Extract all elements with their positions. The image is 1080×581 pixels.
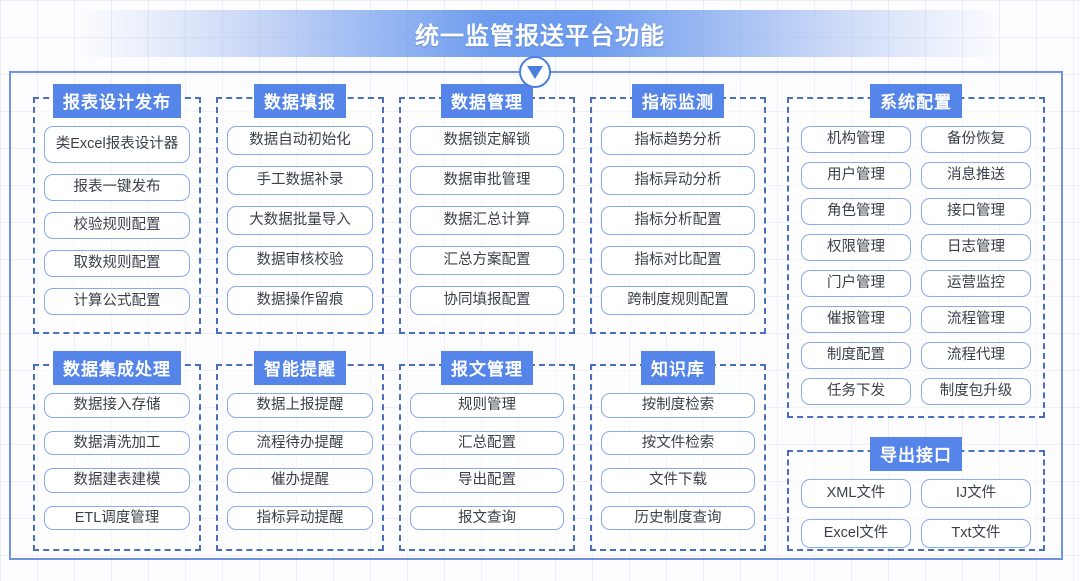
list-item[interactable]: 门户管理 bbox=[801, 270, 911, 297]
list-item[interactable]: 数据审批管理 bbox=[410, 166, 564, 195]
list-item[interactable]: 流程待办提醒 bbox=[227, 430, 373, 455]
group-body: 数据自动初始化 手工数据补录 大数据批量导入 数据审核校验 数据操作留痕 bbox=[218, 126, 382, 326]
list-item[interactable]: 指标对比配置 bbox=[601, 246, 755, 275]
list-item[interactable]: 取数规则配置 bbox=[44, 250, 190, 277]
chevron-down-triangle-icon bbox=[519, 56, 551, 88]
group-body: 机构管理 备份恢复 用户管理 消息推送 角色管理 接口管理 权限管理 日志管理 … bbox=[789, 126, 1043, 410]
list-item[interactable]: 日志管理 bbox=[921, 234, 1031, 261]
list-item[interactable]: 指标趋势分析 bbox=[601, 126, 755, 155]
list-item[interactable]: 流程管理 bbox=[921, 306, 1031, 333]
list-item[interactable]: 指标分析配置 bbox=[601, 206, 755, 235]
group-title: 智能提醒 bbox=[254, 351, 346, 385]
list-item[interactable]: 机构管理 bbox=[801, 126, 911, 153]
list-item[interactable]: 数据汇总计算 bbox=[410, 206, 564, 235]
list-item[interactable]: 数据接入存储 bbox=[44, 393, 190, 418]
page-title-banner: 统一监管报送平台功能 bbox=[78, 10, 1002, 57]
list-item[interactable]: 接口管理 bbox=[921, 198, 1031, 225]
list-item[interactable]: 制度包升级 bbox=[921, 378, 1031, 405]
list-item[interactable]: 校验规则配置 bbox=[44, 212, 190, 239]
group-title: 数据填报 bbox=[254, 84, 346, 118]
list-item[interactable]: 消息推送 bbox=[921, 162, 1031, 189]
list-item[interactable]: 角色管理 bbox=[801, 198, 911, 225]
group-body: 类Excel报表设计器 报表一键发布 校验规则配置 取数规则配置 计算公式配置 bbox=[35, 126, 199, 326]
group-title: 报表设计发布 bbox=[53, 84, 181, 118]
list-item[interactable]: 按制度检索 bbox=[601, 393, 755, 418]
list-item[interactable]: 汇总配置 bbox=[410, 430, 564, 455]
list-item[interactable]: 数据上报提醒 bbox=[227, 393, 373, 418]
group-body: 数据接入存储 数据清洗加工 数据建表建模 ETL调度管理 bbox=[35, 393, 199, 543]
list-item[interactable]: 按文件检索 bbox=[601, 430, 755, 455]
list-item[interactable]: 备份恢复 bbox=[921, 126, 1031, 153]
list-item[interactable]: 数据自动初始化 bbox=[227, 126, 373, 155]
list-item[interactable]: 协同填报配置 bbox=[410, 286, 564, 315]
list-item[interactable]: 指标异动分析 bbox=[601, 166, 755, 195]
list-item[interactable]: 数据操作留痕 bbox=[227, 286, 373, 315]
list-item[interactable]: 指标异动提醒 bbox=[227, 505, 373, 530]
group-report-design-publish: 报表设计发布 类Excel报表设计器 报表一键发布 校验规则配置 取数规则配置 … bbox=[33, 84, 201, 334]
list-item[interactable]: 类Excel报表设计器 bbox=[44, 126, 190, 164]
list-item[interactable]: 催办提醒 bbox=[227, 468, 373, 493]
group-body: 按制度检索 按文件检索 文件下载 历史制度查询 bbox=[592, 393, 764, 543]
page-title: 统一监管报送平台功能 bbox=[415, 23, 665, 50]
list-item[interactable]: 流程代理 bbox=[921, 342, 1031, 369]
list-item[interactable]: 用户管理 bbox=[801, 162, 911, 189]
list-item[interactable]: 文件下载 bbox=[601, 468, 755, 493]
group-message-management: 报文管理 规则管理 汇总配置 导出配置 报文查询 bbox=[399, 351, 575, 551]
list-item[interactable]: 任务下发 bbox=[801, 378, 911, 405]
list-item[interactable]: 大数据批量导入 bbox=[227, 206, 373, 235]
list-item[interactable]: 数据锁定解锁 bbox=[410, 126, 564, 155]
group-title: 数据管理 bbox=[441, 84, 533, 118]
list-item[interactable]: 数据清洗加工 bbox=[44, 430, 190, 455]
group-title: 导出接口 bbox=[870, 437, 962, 471]
group-smart-reminder: 智能提醒 数据上报提醒 流程待办提醒 催办提醒 指标异动提醒 bbox=[216, 351, 384, 551]
triangle-shape bbox=[527, 66, 543, 79]
group-title: 知识库 bbox=[641, 351, 715, 385]
list-item[interactable]: 权限管理 bbox=[801, 234, 911, 261]
diagram-main-frame: 报表设计发布 类Excel报表设计器 报表一键发布 校验规则配置 取数规则配置 … bbox=[9, 71, 1063, 560]
list-item[interactable]: 历史制度查询 bbox=[601, 505, 755, 530]
group-data-management: 数据管理 数据锁定解锁 数据审批管理 数据汇总计算 汇总方案配置 协同填报配置 bbox=[399, 84, 575, 334]
group-data-filling: 数据填报 数据自动初始化 手工数据补录 大数据批量导入 数据审核校验 数据操作留… bbox=[216, 84, 384, 334]
group-system-config: 系统配置 机构管理 备份恢复 用户管理 消息推送 角色管理 接口管理 权限管理 … bbox=[787, 84, 1045, 418]
list-item[interactable]: 报文查询 bbox=[410, 505, 564, 530]
group-data-integration: 数据集成处理 数据接入存储 数据清洗加工 数据建表建模 ETL调度管理 bbox=[33, 351, 201, 551]
list-item[interactable]: ETL调度管理 bbox=[44, 505, 190, 530]
list-item[interactable]: 计算公式配置 bbox=[44, 287, 190, 315]
group-export-interface: 导出接口 XML文件 IJ文件 Excel文件 Txt文件 bbox=[787, 437, 1045, 551]
group-title: 系统配置 bbox=[870, 84, 962, 118]
list-item[interactable]: 汇总方案配置 bbox=[410, 246, 564, 275]
group-title: 指标监测 bbox=[632, 84, 724, 118]
list-item[interactable]: 跨制度规则配置 bbox=[601, 286, 755, 315]
list-item[interactable]: 制度配置 bbox=[801, 342, 911, 369]
group-knowledge-base: 知识库 按制度检索 按文件检索 文件下载 历史制度查询 bbox=[590, 351, 766, 551]
group-body: 数据上报提醒 流程待办提醒 催办提醒 指标异动提醒 bbox=[218, 393, 382, 543]
group-title: 报文管理 bbox=[441, 351, 533, 385]
list-item[interactable]: IJ文件 bbox=[921, 479, 1031, 508]
list-item[interactable]: 催报管理 bbox=[801, 306, 911, 333]
list-item[interactable]: 数据建表建模 bbox=[44, 468, 190, 493]
group-body: XML文件 IJ文件 Excel文件 Txt文件 bbox=[789, 479, 1043, 548]
list-item[interactable]: Excel文件 bbox=[801, 519, 911, 548]
group-body: 规则管理 汇总配置 导出配置 报文查询 bbox=[401, 393, 573, 543]
group-title: 数据集成处理 bbox=[53, 351, 181, 385]
list-item[interactable]: 报表一键发布 bbox=[44, 174, 190, 202]
list-item[interactable]: 手工数据补录 bbox=[227, 166, 373, 195]
list-item[interactable]: 数据审核校验 bbox=[227, 246, 373, 275]
list-item[interactable]: 运营监控 bbox=[921, 270, 1031, 297]
list-item[interactable]: 导出配置 bbox=[410, 468, 564, 493]
group-body: 指标趋势分析 指标异动分析 指标分析配置 指标对比配置 跨制度规则配置 bbox=[592, 126, 764, 326]
group-indicator-monitoring: 指标监测 指标趋势分析 指标异动分析 指标分析配置 指标对比配置 跨制度规则配置 bbox=[590, 84, 766, 334]
list-item[interactable]: 规则管理 bbox=[410, 393, 564, 418]
list-item[interactable]: Txt文件 bbox=[921, 519, 1031, 548]
group-body: 数据锁定解锁 数据审批管理 数据汇总计算 汇总方案配置 协同填报配置 bbox=[401, 126, 573, 326]
list-item[interactable]: XML文件 bbox=[801, 479, 911, 508]
